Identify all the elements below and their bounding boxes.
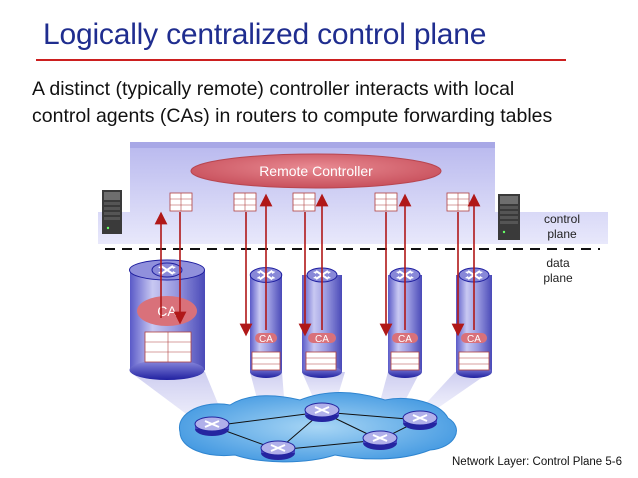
subtitle-line-1: A distinct (typically remote) controller… [32,78,515,100]
network-router-icon [304,402,340,423]
ca-label-2: CA [315,334,329,345]
control-plane-band-top [130,142,495,148]
server-icon [498,194,520,240]
large-ca-label: CA [157,303,177,319]
remote-controller-label: Remote Controller [259,163,373,179]
subtitle: A distinct (typically remote) controller… [32,76,632,130]
footer: Network Layer: Control Plane 5-6 [452,456,623,468]
data-plane-label: data plane [536,256,580,286]
page-title: Logically centralized control plane [43,18,487,51]
control-plane-label-line-1: control [543,212,581,226]
large-router [129,259,205,380]
controller-table-lines [170,193,469,211]
title-underline [36,59,566,61]
ca-label-4: CA [467,334,481,345]
network-router-icon [260,440,296,461]
network-router-icon [194,416,230,437]
remote-controller [190,153,442,189]
server-icon [102,190,122,234]
ca-label-3: CA [398,334,412,345]
control-plane-label: control plane [540,212,584,242]
subtitle-line-2: control agents (CAs) in routers to compu… [32,105,553,127]
network-router-icon [402,410,438,431]
data-plane-label-line-1: data [546,256,570,270]
ca-label-1: CA [259,334,273,345]
control-plane-label-line-2: plane [547,227,577,241]
data-plane-label-line-2: plane [543,271,573,285]
network-router-icon [362,430,398,451]
control-arrows [154,193,481,337]
router-icon [151,262,183,278]
